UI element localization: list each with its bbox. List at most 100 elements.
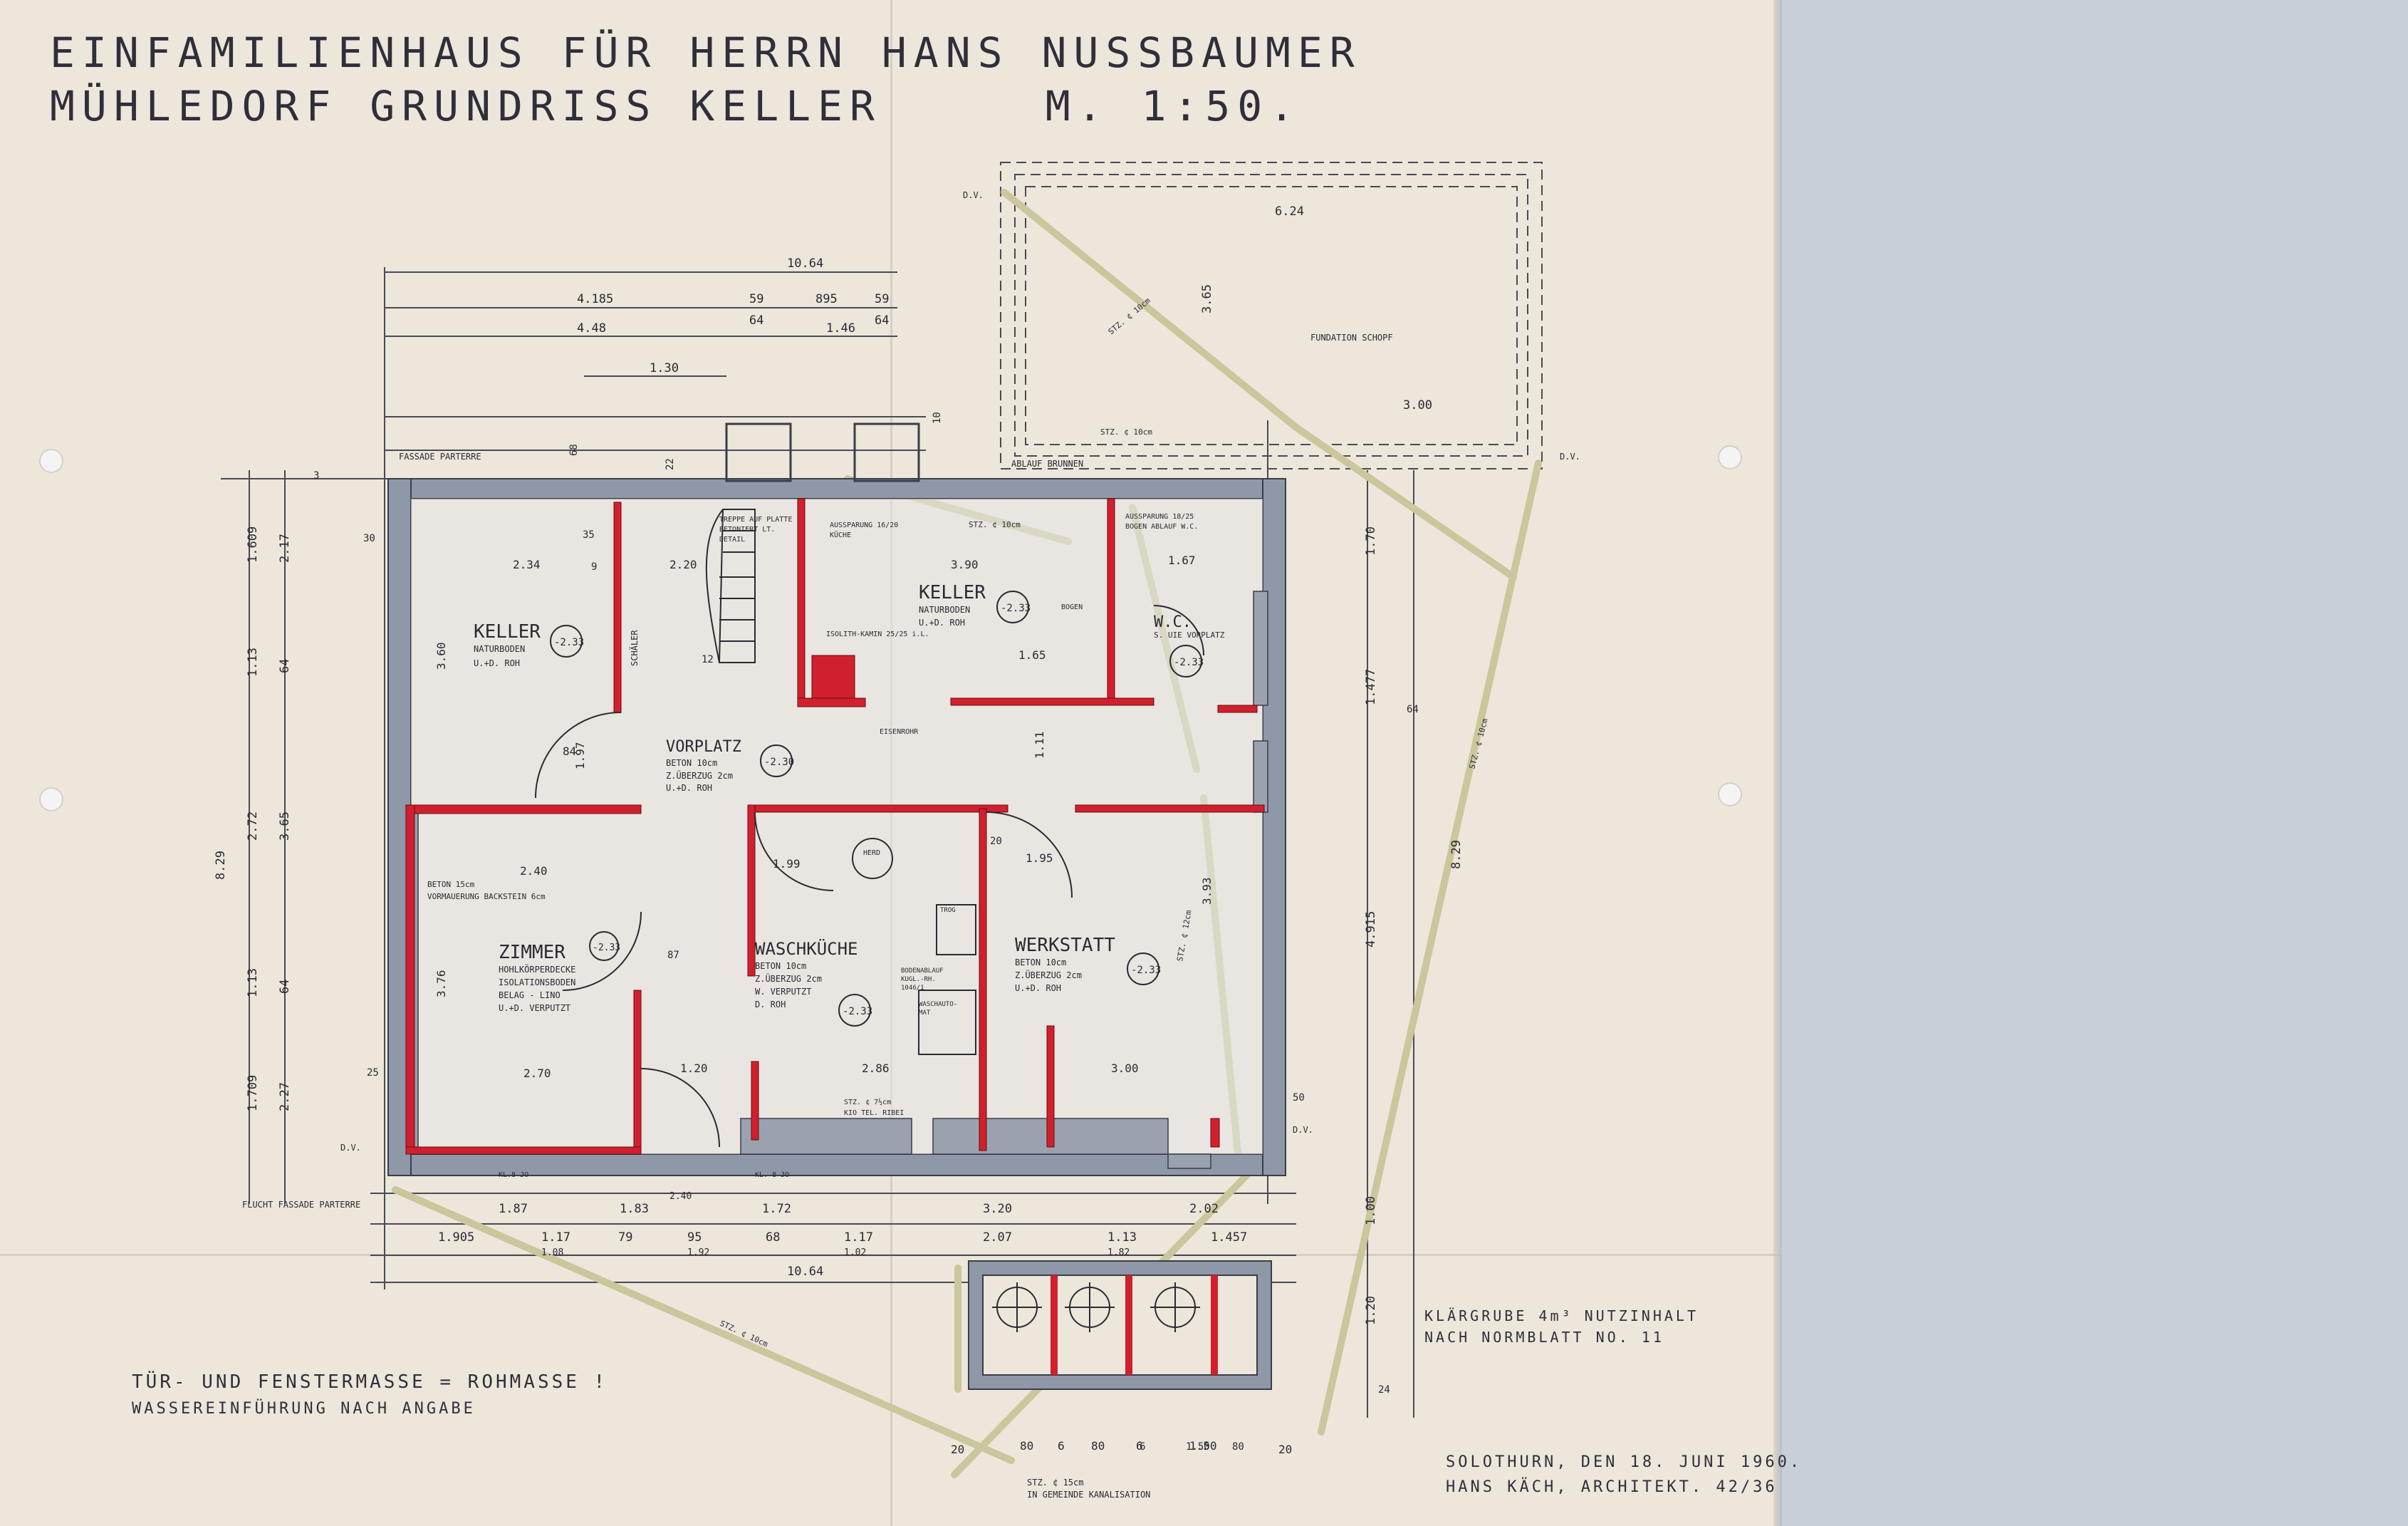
kanal-pipe-label: STZ. ¢ 15cm — [1027, 1478, 1083, 1488]
door-swings — [535, 605, 1204, 1148]
room-spec: Z.ÜBERZUG 2cm — [666, 769, 733, 781]
dim-value: 64 — [278, 980, 292, 994]
dim-value: 80 — [1091, 1439, 1105, 1453]
dim-value: 20 — [990, 836, 1002, 847]
dim-value: 3.76 — [434, 970, 448, 997]
room-level: -2.33 — [843, 1006, 872, 1017]
dim-value: 10.64 — [787, 256, 823, 271]
dim-value: 3.65 — [278, 811, 292, 841]
dim-value: 3.20 — [983, 1202, 1012, 1216]
room-wc: W.C. S. UIE VORPLATZ -2.33 — [1154, 613, 1225, 678]
dv-label: D.V. — [1560, 452, 1580, 462]
treppe-label: BETONIERT LT. — [719, 526, 775, 534]
note-dimensions: TÜR- UND FENSTERMASSE = ROHMASSE ! — [132, 1371, 608, 1393]
room-spec: Z.ÜBERZUG 2cm — [755, 972, 822, 984]
laundry-fixtures — [852, 838, 976, 1055]
dim-value: 2.34 — [513, 558, 541, 571]
room-level: -2.33 — [1131, 965, 1161, 976]
dim-value: 4.185 — [577, 292, 613, 306]
dim-value: 68 — [766, 1230, 780, 1245]
dim-value: 1.609 — [246, 526, 260, 563]
dim-value: 24 — [1378, 1384, 1390, 1396]
dim-value: 35 — [583, 529, 595, 541]
dim-value: 20 — [951, 1443, 964, 1456]
dim-value: 2.27 — [278, 1082, 292, 1111]
dv-label: D.V. — [963, 190, 984, 200]
dim-value: 1.08 — [541, 1247, 563, 1258]
dim-value: 30 — [363, 533, 375, 544]
room-spec: BETON 10cm — [755, 961, 806, 971]
dim-value: 95 — [687, 1230, 702, 1245]
pipe-label: STZ. ¢ 10cm — [969, 520, 1021, 529]
dim-value: 20 — [1278, 1443, 1292, 1456]
dim-value: 2.07 — [983, 1230, 1012, 1245]
bogen-label: BOGEN — [1061, 603, 1083, 611]
dim-value: 3.60 — [434, 642, 448, 670]
dim-value: 64 — [749, 313, 763, 328]
room-spec: Z.ÜBERZUG 2cm — [1015, 969, 1082, 980]
dim-value: 1.83 — [620, 1202, 649, 1216]
drawing-subtitle: MÜHLEDORF GRUNDRISS KELLER M. 1:50. — [50, 82, 1301, 130]
dim-value: 1.477 — [1364, 669, 1378, 705]
note-water: WASSEREINFÜHRUNG NACH ANGABE — [132, 1400, 476, 1418]
dim-value: 2.70 — [523, 1066, 551, 1080]
trog-label: TROG — [940, 907, 956, 914]
room-level: -2.33 — [1174, 657, 1204, 668]
treppe-label: TREPPE AUF PLATTE — [719, 516, 792, 524]
bodenablauf-label: KUGL.-RH. — [901, 976, 936, 983]
bodenablauf-label: 1046/1 — [901, 985, 924, 992]
dimension-values-left: 8.29 1.609 2.17 1.13 64 2.72 3.65 1.13 6… — [214, 526, 292, 1111]
dim-value: 3 — [313, 470, 319, 482]
room-level: -2.33 — [554, 637, 584, 648]
dim-value: 1.17 — [541, 1230, 570, 1245]
pipe-label: STZ. ¢ 10cm — [1467, 717, 1490, 770]
dim-value: 1.67 — [1168, 554, 1196, 567]
room-spec: U.+D. ROH — [474, 658, 520, 668]
pipe-label: STZ. ¢ 10cm — [1107, 296, 1152, 336]
dim-value: 1.46 — [826, 321, 855, 336]
schaeler-label: SCHÄLER — [629, 630, 640, 666]
punch-hole — [39, 787, 63, 811]
herd-label: HERD — [863, 849, 880, 857]
klaergrube-note-1: KLÄRGRUBE 4m³ NUTZINHALT — [1424, 1307, 1699, 1324]
punch-hole — [39, 449, 63, 473]
room-spec: U.+D. VERPUTZT — [499, 1003, 570, 1013]
aussparung-label: AUSSPARUNG 16/20 — [830, 521, 898, 529]
dim-value: 3.93 — [1200, 877, 1214, 905]
dim-value: 4.48 — [577, 321, 606, 336]
dim-value: 1.97 — [573, 742, 587, 769]
dim-value: 87 — [667, 950, 679, 961]
dim-value: 2.72 — [246, 811, 260, 841]
dv-label: D.V. — [340, 1143, 361, 1153]
dim-value: 3.65 — [1200, 284, 1214, 313]
dim-value: 6.24 — [1275, 204, 1304, 219]
dim-value: 1.72 — [762, 1202, 791, 1216]
dim-value: 1.50 — [1189, 1439, 1217, 1453]
fassade-label: FASSADE PARTERRE — [399, 452, 481, 462]
sheet-edge — [1773, 0, 1782, 1526]
dim-value: 2.02 — [1189, 1202, 1219, 1216]
dim-value: 79 — [618, 1230, 632, 1245]
aussparung-label: AUSSPARUNG 18/25 — [1125, 513, 1194, 521]
eisenrohr-label: EISENROHR — [880, 728, 919, 736]
isolith-label: ISOLITH-KAMIN 25/25 i.L. — [826, 630, 929, 638]
dim-value: 1.20 — [1364, 1296, 1378, 1325]
small-dimension-values: 30 35 12 9 22 68 20 10 25 50 64 87 6 80 … — [313, 412, 1419, 1453]
room-name: KELLER — [919, 582, 986, 603]
dim-value: 895 — [815, 292, 838, 306]
dim-value: 1.95 — [1026, 851, 1053, 865]
signature-place-date: SOLOTHURN, DEN 18. JUNI 1960. — [1446, 1453, 1803, 1471]
room-spec: S. UIE VORPLATZ — [1154, 630, 1225, 640]
beton-label: VORMAUERUNG BACKSTEIN 6cm — [427, 892, 546, 901]
dim-value: 3.00 — [1111, 1062, 1139, 1075]
ablauf-label: ABLAUF BRUNNEN — [1011, 459, 1083, 469]
room-spec: BETON 10cm — [666, 758, 717, 768]
drawing-subtitle-place: MÜHLEDORF GRUNDRISS KELLER — [50, 82, 882, 130]
dim-value: 6 — [1140, 1441, 1145, 1453]
signature-architect: HANS KÄCH, ARCHITEKT. 42/36 — [1446, 1478, 1778, 1496]
dim-value: 1.13 — [1107, 1230, 1137, 1245]
floor-plan: KELLER NATURBODEN U.+D. ROH -2.33 KELLER… — [214, 162, 1580, 1500]
dim-value: 3.90 — [951, 558, 979, 571]
kl8jo-label: KL.8 JO — [499, 1171, 528, 1179]
